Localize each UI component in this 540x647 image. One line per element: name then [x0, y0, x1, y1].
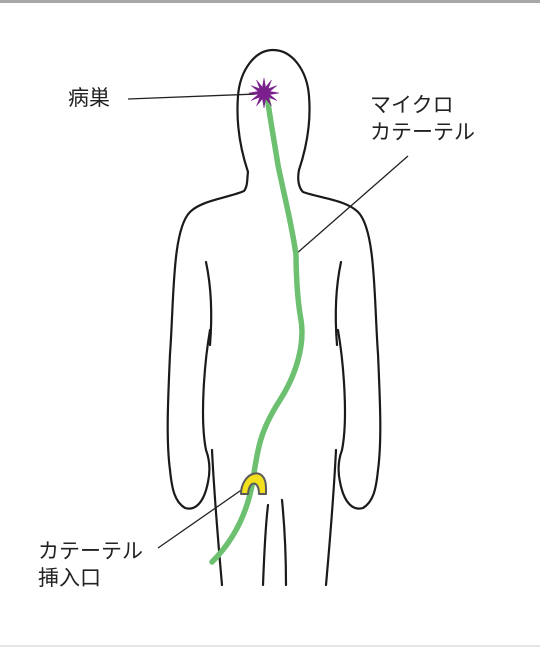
leader-lines	[128, 94, 408, 548]
lesion-label: 病巣	[68, 85, 110, 112]
insertion-site-label-line-2: 挿入口	[38, 565, 143, 592]
microcatheter-label: マイクロ カテーテル	[370, 92, 475, 146]
leg-left-outer	[212, 450, 222, 585]
leader-line-microcatheter	[296, 156, 408, 254]
body-outline-left	[168, 50, 310, 509]
leg-inner-right	[282, 500, 286, 585]
leg-right-outer	[326, 450, 336, 585]
microcatheter-label-line-1: マイクロ	[370, 92, 475, 119]
microcatheter-path	[212, 96, 302, 562]
body-outline-right	[298, 170, 380, 509]
lesion-icon	[249, 78, 279, 108]
leg-inner-left	[263, 505, 268, 585]
lesion-label-text: 病巣	[68, 86, 110, 110]
insertion-site-label: カテーテル 挿入口	[38, 538, 143, 592]
insertion-site-label-line-1: カテーテル	[38, 538, 143, 565]
microcatheter-label-line-2: カテーテル	[370, 119, 475, 146]
